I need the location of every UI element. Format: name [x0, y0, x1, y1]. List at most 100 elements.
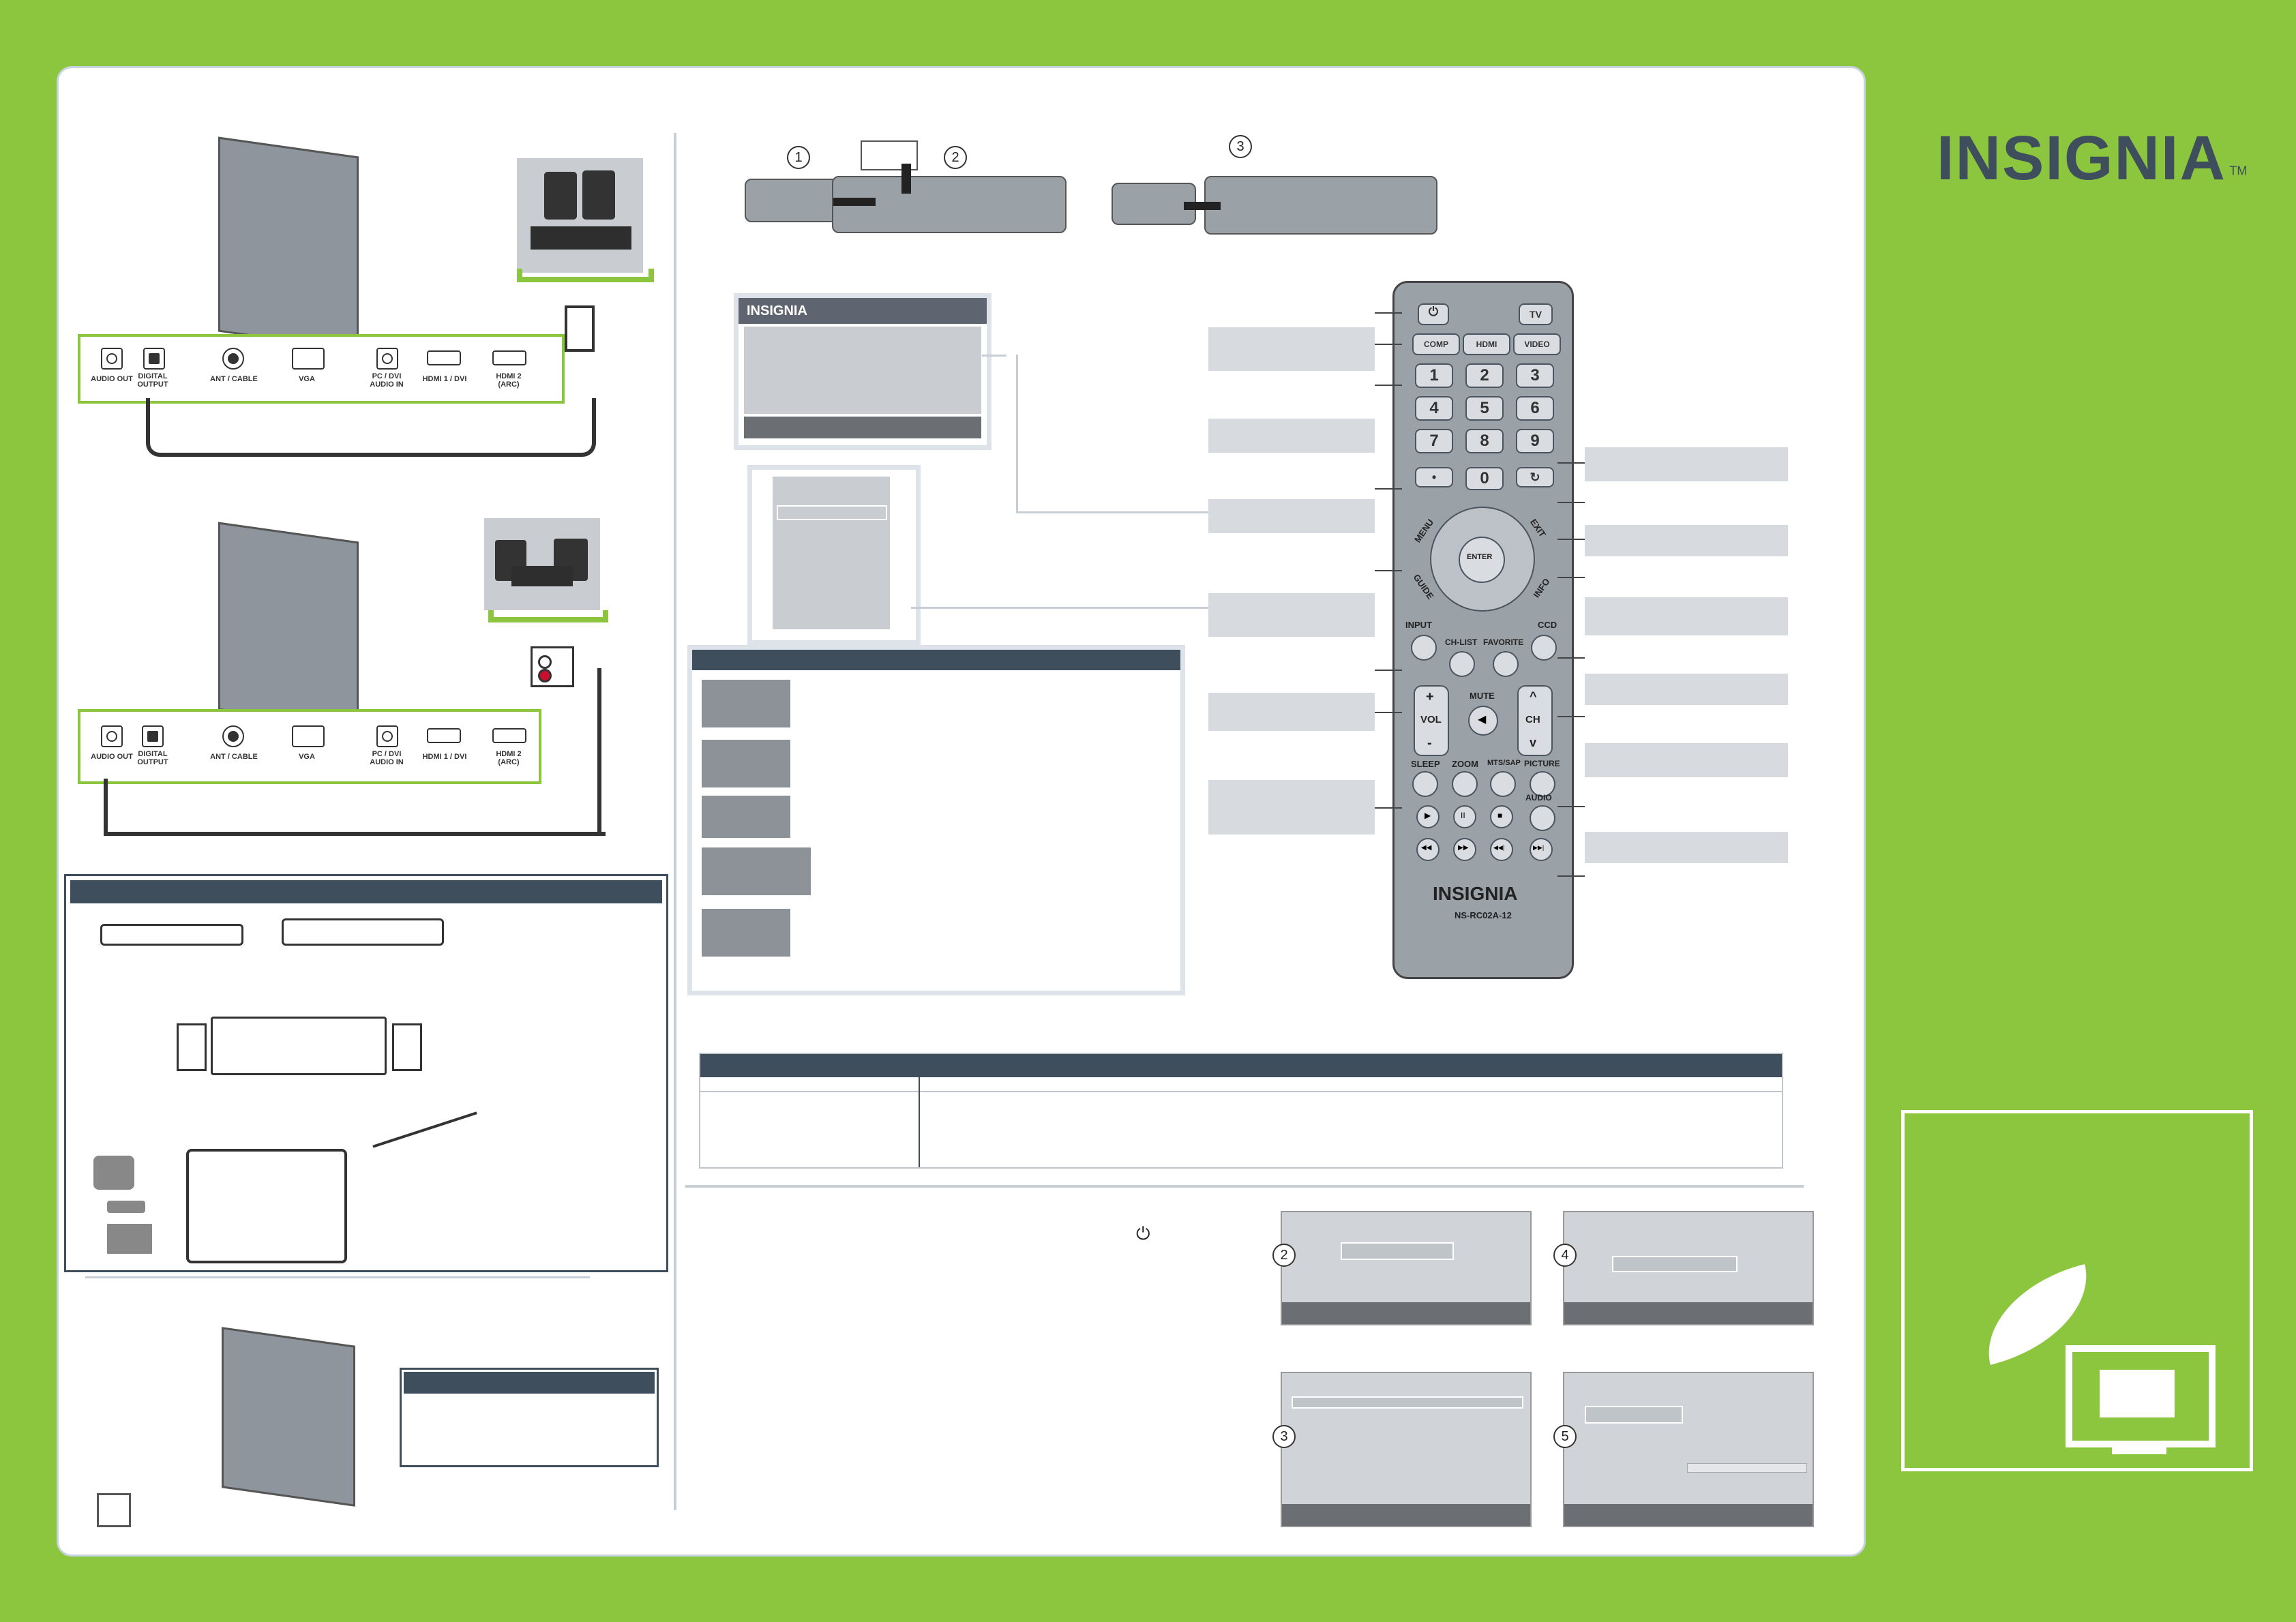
digit-9-button[interactable]: 9: [1516, 429, 1554, 453]
stop-button[interactable]: ■: [1490, 805, 1513, 828]
favorite-label: FAVORITE: [1483, 637, 1524, 647]
av-receiver: [211, 1017, 387, 1075]
optical-cable: [146, 398, 596, 457]
next-button[interactable]: ▶▶|: [1530, 838, 1553, 861]
analog-audio-cable-riser: [597, 668, 601, 832]
battery-step-3: 3: [1229, 135, 1252, 158]
mts-sap-label: MTS/SAP: [1487, 759, 1521, 767]
leader-line: [1375, 344, 1402, 345]
hdmi-button[interactable]: HDMI: [1463, 333, 1510, 355]
callout-right-5: [1585, 743, 1788, 777]
recall-button[interactable]: ↻: [1516, 467, 1554, 487]
mute-button[interactable]: ◀: [1468, 706, 1498, 736]
digit-2-button[interactable]: 2: [1465, 363, 1504, 388]
next-icon: ▶▶|: [1533, 844, 1545, 851]
spec-table: [699, 1053, 1783, 1169]
antenna: [372, 1111, 477, 1148]
hdmi2-port: [492, 728, 526, 743]
port-panel-2: AUDIO OUT DIGITAL OUTPUT ANT / CABLE VGA…: [78, 709, 541, 784]
video-button[interactable]: VIDEO: [1513, 333, 1561, 355]
digital-output-port: [143, 348, 165, 370]
mute-icon: ◀: [1478, 714, 1487, 725]
power-button[interactable]: ⏻: [1418, 303, 1449, 325]
setup-bottom-bar: [1282, 1504, 1530, 1526]
favorite-button[interactable]: [1493, 651, 1519, 677]
rewind-button[interactable]: ◀◀: [1416, 838, 1440, 861]
hdmi2-port: [492, 350, 526, 365]
speaker-system-image-1: [517, 158, 643, 273]
vol-label: VOL: [1420, 714, 1442, 725]
setup-step-2: 2: [1272, 1244, 1296, 1267]
cable-box: [282, 918, 444, 946]
left-section-divider: [85, 1276, 590, 1278]
digit-0-button[interactable]: 0: [1465, 467, 1504, 490]
play-button[interactable]: ▶: [1416, 805, 1440, 828]
analog-audio-cable: [104, 779, 606, 836]
logo-text: INSIGNIA: [1937, 123, 2226, 193]
section-divider: [685, 1185, 1804, 1188]
digit-7-button[interactable]: 7: [1415, 429, 1453, 453]
callout-right-4: [1585, 674, 1788, 705]
pause-button[interactable]: II: [1453, 805, 1476, 828]
leader-line: [1557, 502, 1585, 503]
hdmi1-port: [427, 728, 461, 743]
digit-3-button[interactable]: 3: [1516, 363, 1554, 388]
digit-1-button[interactable]: 1: [1415, 363, 1453, 388]
port-label-pc-audio: PC / DVI AUDIO IN: [370, 750, 404, 766]
right-speaker: [392, 1023, 422, 1071]
callout-right-6: [1585, 832, 1788, 863]
ccd-label: CCD: [1538, 620, 1557, 630]
zoom-button[interactable]: [1452, 771, 1478, 797]
laptop: [107, 1224, 152, 1254]
tv-button[interactable]: TV: [1519, 303, 1553, 325]
sleep-button[interactable]: [1412, 771, 1438, 797]
leader-line: [1557, 577, 1585, 578]
enter-label: ENTER: [1467, 553, 1493, 561]
input-label: INPUT: [1405, 620, 1432, 630]
picture-label: PICTURE: [1524, 759, 1560, 768]
sleep-label: SLEEP: [1411, 759, 1440, 769]
setup-step-4: 4: [1553, 1244, 1577, 1267]
digit-6-button[interactable]: 6: [1516, 396, 1554, 421]
left-speaker: [177, 1023, 207, 1071]
mts-sap-button[interactable]: [1490, 771, 1516, 797]
comp-button[interactable]: COMP: [1412, 333, 1460, 355]
fast-forward-button[interactable]: ▶▶: [1453, 838, 1476, 861]
dot-button[interactable]: •: [1415, 467, 1453, 487]
enter-button[interactable]: [1459, 537, 1505, 583]
recall-icon: ↻: [1530, 470, 1540, 484]
setup-bottom-bar: [1564, 1504, 1813, 1526]
digit-8-button[interactable]: 8: [1465, 429, 1504, 453]
callout-left-4: [1208, 593, 1375, 637]
fast-forward-icon: ▶▶: [1458, 844, 1469, 852]
input-button[interactable]: [1411, 635, 1437, 661]
channel-rocker[interactable]: [1517, 685, 1553, 756]
setup-bottom-bar: [1564, 1302, 1813, 1324]
power-icon: ⏻: [1428, 305, 1439, 318]
callout-left-5: [1208, 693, 1375, 731]
port-label-pc-audio: PC / DVI AUDIO IN: [370, 372, 404, 389]
exit-label: EXIT: [1528, 517, 1548, 539]
audio-out-port: [101, 348, 123, 370]
picture-button[interactable]: [1530, 771, 1555, 797]
port-label-audio-out: AUDIO OUT: [91, 375, 133, 383]
digit-5-button[interactable]: 5: [1465, 396, 1504, 421]
dvd-player: [100, 924, 243, 946]
aspect-ratio-header: [692, 650, 1180, 670]
aspect-ratio-illustration: [687, 645, 1185, 995]
aspect-thumb-1: [702, 680, 790, 727]
remote-brand: INSIGNIA: [1433, 883, 1518, 904]
volume-rocker[interactable]: [1414, 685, 1449, 756]
ch-list-button[interactable]: [1449, 651, 1475, 677]
info-label: INFO: [1531, 576, 1552, 600]
speaker-system-image-2: [484, 518, 600, 610]
audio-button[interactable]: [1530, 805, 1555, 831]
osd-connector-1: [982, 355, 1007, 357]
previous-button[interactable]: ◀◀|: [1490, 838, 1513, 861]
leader-line: [1375, 712, 1402, 713]
ccd-button[interactable]: [1531, 635, 1557, 661]
home-theater-diagram-box: [64, 874, 668, 1272]
digit-4-button[interactable]: 4: [1415, 396, 1453, 421]
stop-icon: ■: [1497, 811, 1503, 820]
tv-back-illustration-2: [218, 522, 359, 730]
